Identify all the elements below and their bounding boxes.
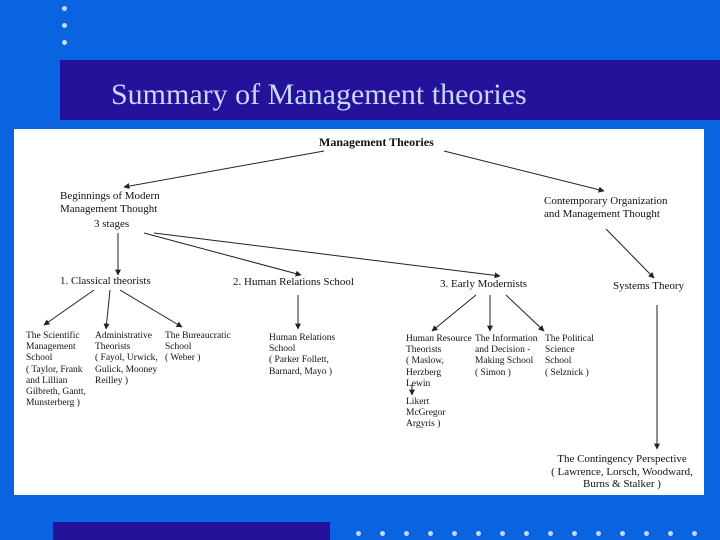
bullet-dot	[572, 531, 577, 536]
link-early-hr-theorists	[431, 294, 477, 332]
bullet-dot	[428, 531, 433, 536]
node-information-decision: The Information and Decision - Making Sc…	[475, 334, 538, 378]
bullet-dot	[62, 40, 67, 45]
footer-bar	[53, 522, 330, 540]
link-contemporary-systems	[605, 228, 655, 279]
diagram-connectors	[43, 150, 660, 450]
bullet-dot	[380, 531, 385, 536]
management-theories-diagram: Management Theories Beginnings of Modern…	[14, 129, 704, 495]
bullet-dot	[476, 531, 481, 536]
title-bar	[60, 60, 720, 120]
bullet-dot	[620, 531, 625, 536]
node-human-relations-school: 2. Human Relations School	[233, 276, 354, 288]
node-hr-school-detail: Human Relations School ( Parker Follett,…	[269, 333, 336, 377]
node-stages: 3 stages	[94, 218, 130, 230]
bullet-dot	[596, 531, 601, 536]
link-stages-human-relations	[143, 232, 302, 277]
link-root-contemporary	[443, 150, 605, 193]
node-early-modernists: 3. Early Modernists	[440, 278, 528, 290]
node-contingency-perspective: The Contingency Perspective ( Lawrence, …	[551, 453, 693, 491]
node-beginnings: Beginnings of Modern Management Thought	[60, 190, 160, 215]
bullet-dot	[404, 531, 409, 536]
bullet-dot	[548, 531, 553, 536]
link-classical-scientific	[43, 289, 95, 326]
bullet-dot	[524, 531, 529, 536]
node-management-theories: Management Theories	[319, 135, 434, 149]
node-political-science: The Political Science School ( Selznick …	[545, 334, 594, 378]
bullet-dot	[692, 531, 697, 536]
bullet-dot	[644, 531, 649, 536]
link-classical-bureaucratic	[119, 289, 183, 328]
link-root-beginnings	[123, 150, 325, 189]
bullet-dot	[356, 531, 361, 536]
bullet-dot	[452, 531, 457, 536]
node-scientific-management: The Scientific Management School ( Taylo…	[26, 331, 86, 409]
node-systems-theory: Systems Theory	[613, 280, 684, 292]
link-early-political	[505, 294, 545, 332]
link-stages-early-modernists	[153, 232, 501, 279]
bullet-dot	[668, 531, 673, 536]
node-classical-theorists: 1. Classical theorists	[60, 275, 151, 287]
bullet-dot	[500, 531, 505, 536]
bullet-dot	[62, 6, 67, 11]
link-classical-administrative	[103, 289, 111, 330]
node-bureaucratic-school: The Bureaucratic School ( Weber )	[165, 331, 231, 364]
node-administrative-theorists: Administrative Theorists ( Fayol, Urwick…	[95, 331, 158, 386]
node-human-resource-theorists: Human Resource Theorists ( Maslow, Herzb…	[406, 334, 472, 389]
bullet-dot	[62, 23, 67, 28]
slide-title: Summary of Management theories	[111, 78, 527, 111]
decorative-bullets-top	[62, 6, 72, 57]
node-likert-mcgregor: Likert McGregor Argyris )	[406, 397, 446, 430]
node-contemporary: Contemporary Organization and Management…	[544, 195, 668, 220]
